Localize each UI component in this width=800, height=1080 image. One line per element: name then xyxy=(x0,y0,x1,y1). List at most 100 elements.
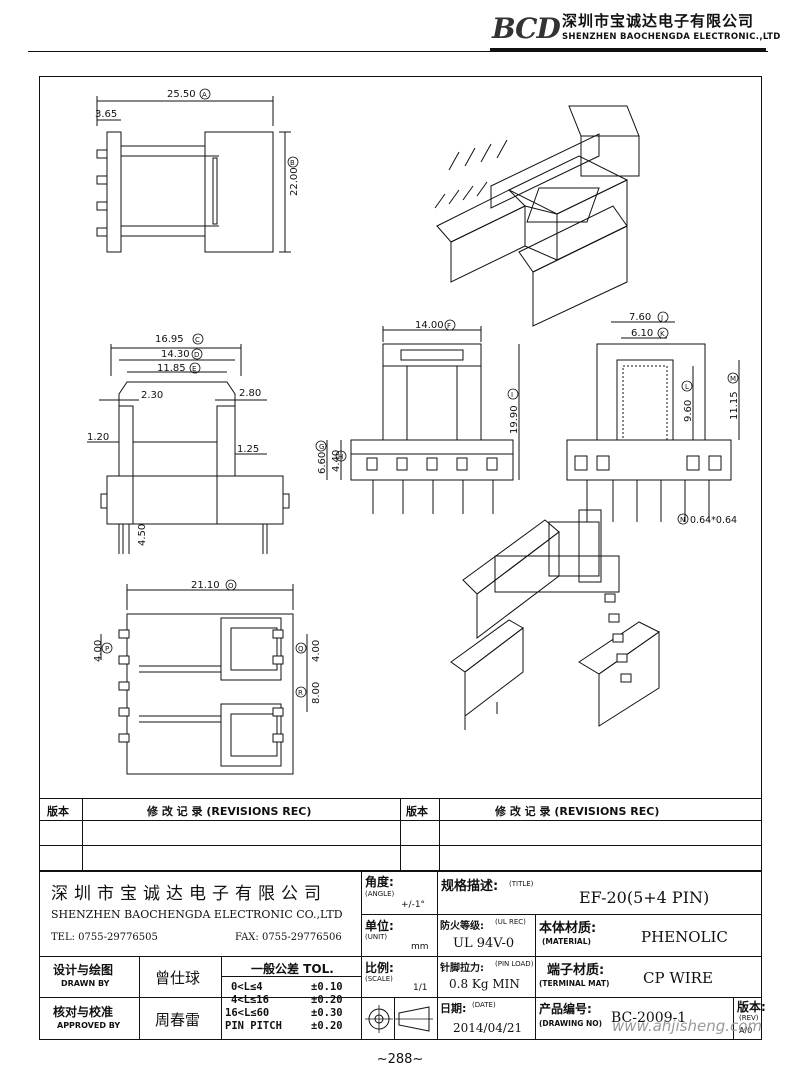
tb-angle-label: 角度: xyxy=(365,875,394,889)
dim-d-value: 14.30 xyxy=(161,349,190,360)
view-side-top xyxy=(96,96,291,253)
tb-scale-en: (SCALE) xyxy=(365,975,393,983)
tb-drawing-label: 产品编号: xyxy=(539,1002,592,1016)
dim-m-value: 11.15 xyxy=(729,391,740,420)
tb-pinload-value: 0.8 Kg MIN xyxy=(449,977,520,991)
tb-tol-range-0: 0<L≤4 xyxy=(231,981,263,993)
dim-c-value: 16.95 xyxy=(155,334,184,345)
tb-tol-range-3: PIN PITCH xyxy=(225,1020,282,1032)
view-bottom xyxy=(100,584,308,775)
tb-angle-en: (ANGLE) xyxy=(365,890,395,898)
tb-material-label: 本体材质: xyxy=(539,921,597,936)
rev-col-record-2: 修 改 记 录 (REVISIONS REC) xyxy=(495,805,660,818)
dim-a-value: 25.50 xyxy=(167,89,196,100)
dim-i-value: 19.90 xyxy=(509,405,520,434)
tb-material-value: PHENOLIC xyxy=(641,928,728,946)
tb-unit-label: 单位: xyxy=(365,919,394,933)
logo-text: BCD xyxy=(492,12,561,45)
dim-r-value: 8.00 xyxy=(311,682,322,704)
dim-450-value: 4.50 xyxy=(137,524,148,546)
tb-rev-value: A/0 xyxy=(739,1026,753,1035)
tb-approved-label: 核对与校准 xyxy=(53,1005,114,1019)
tb-tel: TEL: 0755-29776505 xyxy=(51,932,158,943)
dim-125-value: 1.25 xyxy=(237,444,259,455)
drawing-frame xyxy=(39,76,762,1040)
tb-flame-label: 防火等级: xyxy=(440,921,484,932)
tb-tol-value-2: ±0.30 xyxy=(311,1007,343,1019)
tb-drawn-value: 曾仕球 xyxy=(155,969,201,987)
dim-365-value: 3.65 xyxy=(95,109,117,120)
tb-fax: FAX: 0755-29776506 xyxy=(235,932,342,943)
dim-b-value: 22.00 xyxy=(289,167,300,196)
drawing-area: 25.50 A 3.65 22.00 B 16.95 C 14.30 D 11.… xyxy=(39,76,762,802)
tb-company-cn: 深圳市宝诚达电子有限公司 xyxy=(51,884,327,904)
technical-drawing: 25.50 A 3.65 22.00 B 16.95 C 14.30 D 11.… xyxy=(87,88,740,775)
view-isometric-top xyxy=(434,105,640,327)
dim-k-tag: K xyxy=(660,330,665,338)
dim-o-value: 21.10 xyxy=(191,580,220,591)
tb-scale-value: 1/1 xyxy=(413,983,428,993)
tb-title-value: EF-20(5+4 PIN) xyxy=(579,888,710,907)
tb-rev-label: 版本: xyxy=(737,1000,766,1014)
dim-c-tag: C xyxy=(195,336,200,344)
dim-q-value: 4.00 xyxy=(311,640,322,662)
tb-terminal-value: CP WIRE xyxy=(643,969,713,987)
tb-flame-en: (UL REC) xyxy=(495,918,526,926)
dim-i-tag: I xyxy=(511,391,513,399)
tb-drawn-label: 设计与绘图 xyxy=(53,963,114,977)
dim-n-value: 0.64*0.64 xyxy=(690,515,737,526)
watermark: www.ahjisheng.com xyxy=(612,1017,763,1035)
dim-e-value: 11.85 xyxy=(157,363,186,374)
tb-title-label: 规格描述: xyxy=(441,879,499,894)
dim-l-tag: L xyxy=(685,383,689,391)
tb-tol-range-2: 16<L≤60 xyxy=(225,1007,270,1019)
tb-tol-value-1: ±0.20 xyxy=(311,994,343,1006)
title-block: 深圳市宝诚达电子有限公司 SHENZHEN BAOCHENGDA ELECTRO… xyxy=(39,870,766,1040)
tb-material-en: (MATERIAL) xyxy=(542,937,591,946)
tb-company-en: SHENZHEN BAOCHENGDA ELECTRONIC CO.,LTD xyxy=(51,908,343,921)
tb-scale-label: 比例: xyxy=(365,961,394,975)
header-rule-thin xyxy=(28,51,768,52)
dim-g-value: 6.60 xyxy=(317,452,328,474)
rev-col-version-2: 版本 xyxy=(406,805,428,818)
view-front xyxy=(87,344,290,554)
tb-title-en: (TITLE) xyxy=(509,880,534,888)
tb-unit-value: mm xyxy=(411,942,429,952)
dim-k-value: 6.10 xyxy=(631,328,653,339)
dim-p-value: 4.00 xyxy=(93,640,104,662)
tb-date-en: (DATE) xyxy=(472,1001,496,1009)
header-rule-thick xyxy=(490,48,766,51)
dim-l-value: 9.60 xyxy=(683,400,694,422)
dim-q-tag: Q xyxy=(298,645,304,653)
view-isometric-bottom xyxy=(450,509,660,730)
dim-280-value: 2.80 xyxy=(239,388,261,399)
dim-120-value: 1.20 xyxy=(87,432,109,443)
dim-m-tag: M xyxy=(730,375,736,383)
dim-f-value: 14.00 xyxy=(415,320,444,331)
revisions-table: 版本 修 改 记 录 (REVISIONS REC) 版本 修 改 记 录 (R… xyxy=(39,798,762,870)
dim-b-tag: B xyxy=(290,159,295,167)
page-number: ~288~ xyxy=(376,1052,424,1067)
page-header: BCD 深圳市宝诚达电子有限公司 SHENZHEN BAOCHENGDA ELE… xyxy=(0,0,800,62)
projection-symbol-icon xyxy=(365,1005,433,1033)
view-right-side xyxy=(566,321,740,522)
dim-a-tag: A xyxy=(202,91,207,99)
dim-g-tag: G xyxy=(319,443,324,451)
rev-col-record-1: 修 改 记 录 (REVISIONS REC) xyxy=(147,805,312,818)
tb-tol-value-3: ±0.20 xyxy=(311,1020,343,1032)
dim-h-tag: H xyxy=(338,453,343,461)
tb-flame-value: UL 94V-0 xyxy=(453,936,515,951)
dim-j-value: 7.60 xyxy=(629,312,651,323)
tb-approved-value: 周春雷 xyxy=(155,1011,201,1029)
dim-230-value: 2.30 xyxy=(141,390,163,401)
dim-o-tag: O xyxy=(228,582,234,590)
tb-rev-en: (REV) xyxy=(739,1014,759,1022)
company-name-cn: 深圳市宝诚达电子有限公司 xyxy=(562,12,755,30)
tb-approved-en: APPROVED BY xyxy=(57,1021,121,1030)
company-name-en: SHENZHEN BAOCHENGDA ELECTRONIC.,LTD xyxy=(562,32,781,42)
dim-r-tag: R xyxy=(298,689,303,697)
tb-pinload-en: (PIN LOAD) xyxy=(495,960,534,968)
tb-tol-range-1: 4<L≤16 xyxy=(231,994,269,1006)
tb-unit-en: (UNIT) xyxy=(365,933,388,941)
tb-date-value: 2014/04/21 xyxy=(453,1021,523,1035)
